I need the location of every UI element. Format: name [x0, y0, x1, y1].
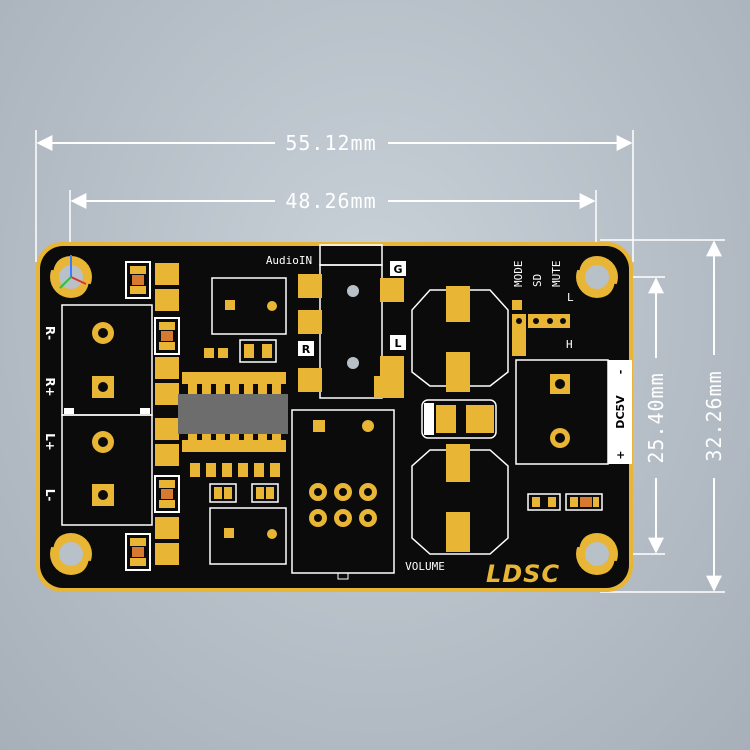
tag-l-box — [390, 335, 406, 350]
label-dc-minus: - — [614, 370, 627, 375]
electrolytic-capacitor-top — [411, 286, 509, 392]
footprint-box — [211, 277, 287, 335]
amplifier-ic — [178, 372, 288, 452]
tag-r-box — [298, 341, 314, 356]
electrolytic-capacitor-bottom — [411, 444, 509, 555]
pad — [224, 528, 234, 538]
mode-jumper — [512, 300, 570, 356]
label-g: G — [393, 263, 402, 276]
pad — [267, 529, 277, 539]
label-dc-plus: + — [614, 450, 627, 459]
dim-label-hole-spacing-y: 25.40mm — [644, 372, 668, 463]
tag-g-box — [390, 261, 406, 276]
mounting-hole-bottom-right — [576, 533, 618, 575]
label-mute: MUTE — [550, 261, 563, 288]
footprint-box — [209, 507, 287, 565]
smd-diode-center — [421, 399, 497, 439]
pad — [267, 301, 277, 311]
label-out-r-minus: R- — [43, 326, 57, 340]
mounting-hole-top-right — [576, 256, 618, 298]
smd-led — [527, 493, 603, 511]
label-volume: VOLUME — [405, 560, 445, 573]
dimension-annotations: 55.12mm 48.26mm 32.26mm 25.40mm — [35, 130, 726, 593]
label-out-r-plus: R+ — [43, 377, 57, 396]
volume-potentiometer — [291, 409, 395, 580]
passive-row — [190, 348, 280, 477]
origin-axis-marker — [59, 255, 87, 289]
label-dc5v: DC5V — [614, 395, 627, 429]
output-terminal-block — [61, 304, 153, 526]
audio-input-jack — [298, 244, 404, 399]
diode-pair — [209, 339, 279, 503]
dim-label-hole-spacing-x: 48.26mm — [285, 189, 376, 213]
dim-label-board-height: 32.26mm — [702, 370, 726, 461]
mounting-hole-bottom-left — [50, 533, 92, 575]
label-jumper-l: L — [567, 291, 574, 304]
label-l: L — [394, 337, 401, 350]
label-mode: MODE — [512, 261, 525, 288]
smd-capacitors — [125, 261, 180, 571]
label-audio-in: AudioIN — [266, 254, 312, 267]
inductor-column — [155, 263, 179, 565]
label-out-l-plus: L+ — [43, 433, 57, 451]
dim-label-board-width: 55.12mm — [285, 131, 376, 155]
pcb-board: R- R+ L+ L- — [36, 242, 633, 592]
pad — [225, 300, 235, 310]
label-sd: SD — [531, 274, 544, 287]
dc5v-connector — [515, 359, 632, 465]
brand-logo: LDSC — [486, 560, 560, 588]
label-jumper-h: H — [566, 338, 573, 351]
label-r: R — [302, 343, 311, 356]
board-body — [40, 246, 629, 588]
label-out-l-minus: L- — [43, 489, 57, 502]
